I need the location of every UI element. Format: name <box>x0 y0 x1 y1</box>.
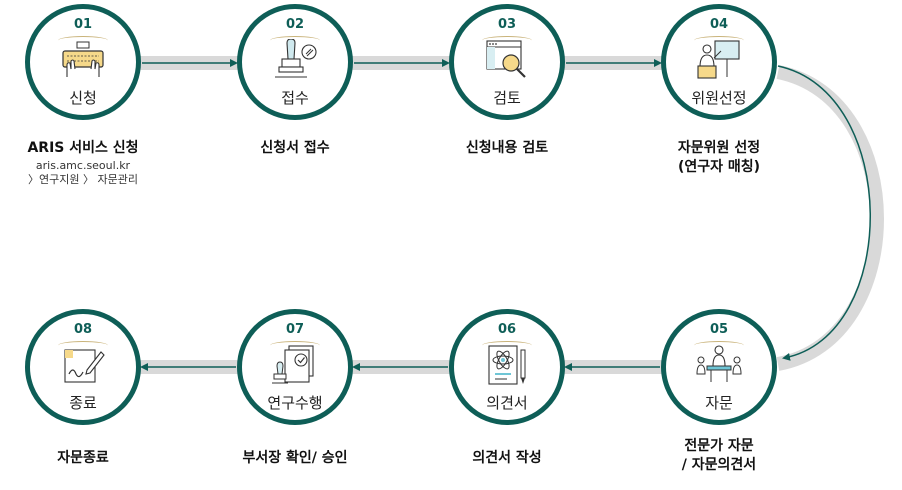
step-arc-decoration <box>270 341 320 350</box>
step-number: 08 <box>73 322 93 337</box>
step-05-circle: 05 자문 <box>661 309 777 425</box>
step-arc-decoration <box>694 36 744 45</box>
step-arc-decoration <box>694 341 744 350</box>
step-06-circle: 06 의견서 <box>449 309 565 425</box>
step-number: 02 <box>285 17 305 32</box>
meeting-table-icon <box>696 345 742 382</box>
description-line: / 자문의견서 <box>681 457 757 473</box>
step-04-description: 자문위원 선정 (연구자 매칭) <box>629 139 809 177</box>
step-number: 03 <box>497 17 517 32</box>
step-label: 연구수행 <box>267 394 323 412</box>
step-01-description: ARIS 서비스 신청 <box>0 139 173 158</box>
step-05-description: 전문가 자문 / 자문의견서 <box>629 437 809 475</box>
description-line: 의견서 작성 <box>472 450 542 466</box>
step-01-circle: 01 신청 <box>25 4 141 120</box>
description-line: 부서장 확인/ 승인 <box>242 450 348 466</box>
research-document-icon <box>488 345 526 385</box>
step-arc-decoration <box>270 36 320 45</box>
description-line: 자문위원 선정 <box>677 140 761 156</box>
description-line: 신청내용 검토 <box>465 140 549 156</box>
description-line: (연구자 매칭) <box>677 159 761 175</box>
step-number: 01 <box>73 17 93 32</box>
step-label: 종료 <box>69 394 97 412</box>
signature-pen-icon <box>64 349 105 383</box>
step-label: 접수 <box>281 89 309 107</box>
step-02-description: 신청서 접수 <box>205 139 385 158</box>
step-arc-decoration <box>482 341 532 350</box>
step-08-circle: 08 종료 <box>25 309 141 425</box>
step-arc-decoration <box>58 341 108 350</box>
search-window-icon <box>486 40 526 78</box>
step-label: 자문 <box>705 394 733 412</box>
step-08-description: 자문종료 <box>0 449 173 468</box>
step-number: 07 <box>285 322 305 337</box>
connector-arrow-4-5 <box>777 65 871 361</box>
step-01-subtext: aris.amc.seoul.kr 〉연구지원 〉 자문관리 <box>0 159 173 187</box>
step-arc-decoration <box>482 36 532 45</box>
subtext-url: aris.amc.seoul.kr <box>35 159 131 172</box>
presentation-board-icon <box>697 40 740 79</box>
description-line: 신청서 접수 <box>260 140 330 156</box>
step-03-description: 신청내용 검토 <box>417 139 597 158</box>
step-arc-decoration <box>58 36 108 45</box>
step-number: 06 <box>497 322 517 337</box>
step-number: 04 <box>709 17 729 32</box>
step-02-circle: 02 접수 <box>237 4 353 120</box>
step-07-circle: 07 연구수행 <box>237 309 353 425</box>
step-number: 05 <box>709 322 729 337</box>
step-04-circle: 04 위원선정 <box>661 4 777 120</box>
subtext-menu-path: 〉연구지원 〉 자문관리 <box>28 173 138 186</box>
step-07-description: 부서장 확인/ 승인 <box>205 449 385 468</box>
step-06-description: 의견서 작성 <box>417 449 597 468</box>
description-line: 자문종료 <box>57 450 109 466</box>
keyboard-hands-icon <box>62 41 104 77</box>
step-label: 의견서 <box>486 394 528 412</box>
step-label: 위원선정 <box>691 89 747 107</box>
approval-documents-icon <box>272 345 314 384</box>
description-line: 전문가 자문 <box>684 438 754 454</box>
step-label: 검토 <box>493 89 521 107</box>
step-03-circle: 03 검토 <box>449 4 565 120</box>
stamp-icon <box>275 39 317 78</box>
connector-track-4-5 <box>776 65 884 371</box>
description-line: ARIS 서비스 신청 <box>27 140 139 156</box>
step-label: 신청 <box>69 89 97 107</box>
